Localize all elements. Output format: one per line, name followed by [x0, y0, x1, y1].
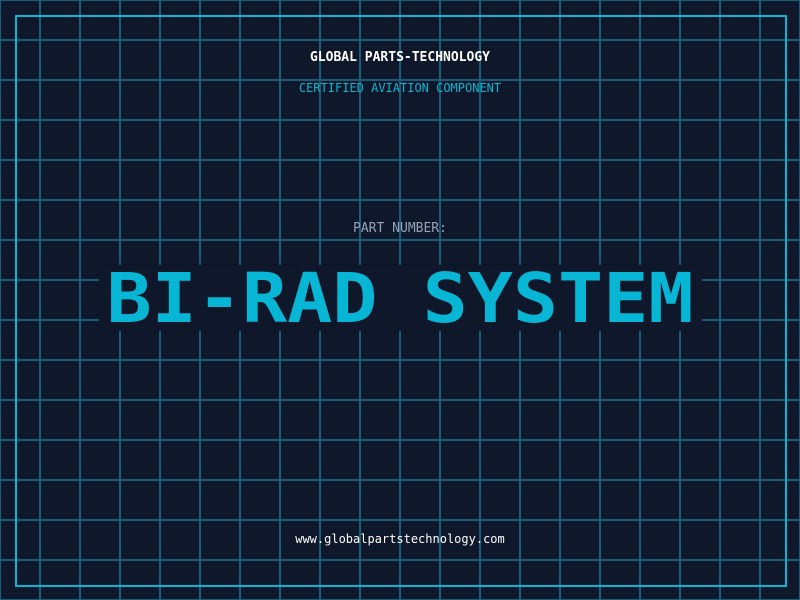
- brand-name: GLOBAL PARTS-TECHNOLOGY: [309, 50, 490, 65]
- part-name: BI-RAD SYSTEM: [98, 263, 702, 332]
- border-frame: [15, 15, 787, 587]
- part-number-label: PART NUMBER:: [353, 221, 447, 236]
- part-title-wrap: BI-RAD SYSTEM: [0, 262, 800, 334]
- website-link[interactable]: www.globalpartstechnology.com: [295, 532, 505, 546]
- subtitle: CERTIFIED AVIATION COMPONENT: [298, 81, 502, 95]
